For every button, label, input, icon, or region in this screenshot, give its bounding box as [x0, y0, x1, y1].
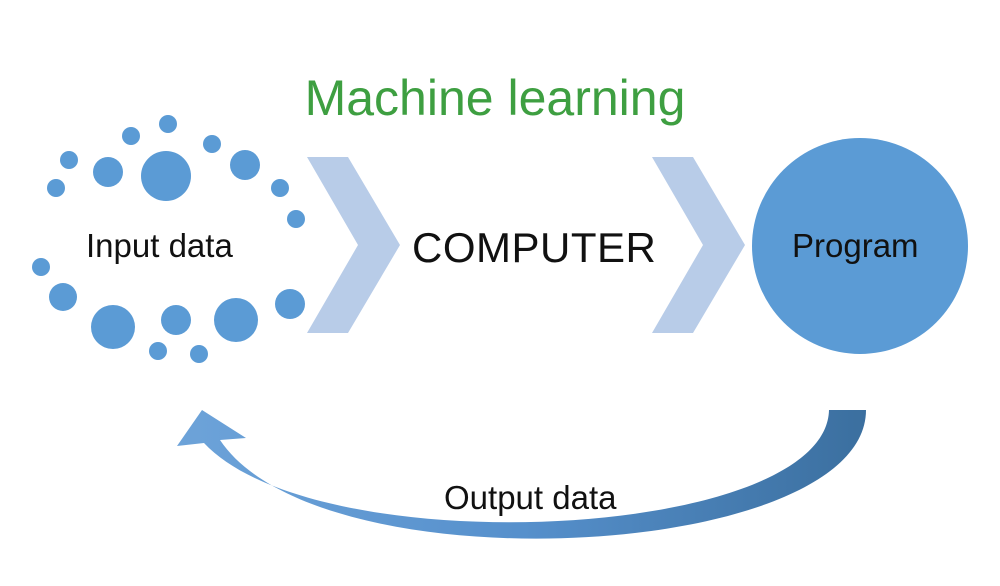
input-dots [32, 115, 305, 363]
input-dot [49, 283, 77, 311]
input-dot [60, 151, 78, 169]
input-dot [159, 115, 177, 133]
input-dot [161, 305, 191, 335]
input-dot [271, 179, 289, 197]
input-dot [141, 151, 191, 201]
input-dot [203, 135, 221, 153]
output-data-label: Output data [444, 479, 617, 516]
diagram-title: Machine learning [304, 70, 686, 126]
input-dot [47, 179, 65, 197]
input-dot [287, 210, 305, 228]
input-dot [91, 305, 135, 349]
input-dot [230, 150, 260, 180]
input-dot [214, 298, 258, 342]
computer-label: COMPUTER [412, 224, 657, 271]
input-dot [93, 157, 123, 187]
input-dot [190, 345, 208, 363]
input-dot [32, 258, 50, 276]
input-dot [122, 127, 140, 145]
chevron-arrow-1 [307, 157, 400, 333]
program-circle [752, 138, 968, 354]
return-arrow [177, 410, 866, 539]
input-dot [275, 289, 305, 319]
input-dot [149, 342, 167, 360]
program-label: Program [792, 227, 919, 264]
chevron-arrow-2 [652, 157, 745, 333]
input-data-label: Input data [86, 227, 233, 264]
